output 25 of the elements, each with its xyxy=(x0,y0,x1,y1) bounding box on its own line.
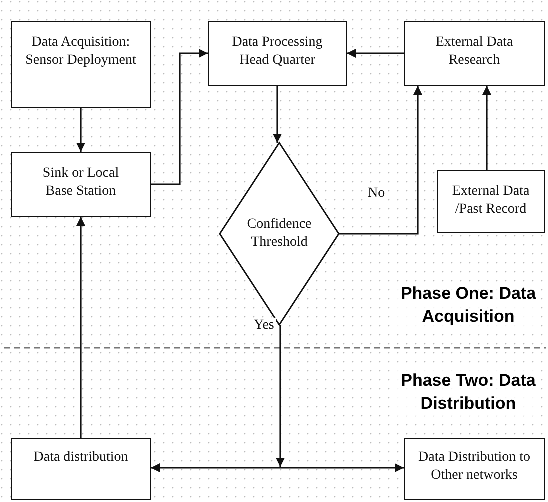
process-box xyxy=(404,21,545,86)
arrow xyxy=(273,86,282,143)
node-label: Data Processing Head Quarter xyxy=(231,34,324,70)
node-label: External Data Research xyxy=(434,34,514,70)
process-box xyxy=(437,170,545,233)
process-box xyxy=(11,438,151,500)
node-label: Sink or Local Base Station xyxy=(42,165,120,202)
node-label: Confidence Threshold xyxy=(246,216,313,252)
arrow xyxy=(151,49,208,186)
process-box xyxy=(11,152,151,217)
arrow xyxy=(347,49,404,58)
edge-label: No xyxy=(366,186,388,202)
node-label: Data Distribution to Other networks xyxy=(418,449,532,486)
arrow xyxy=(276,325,285,467)
arrow xyxy=(339,86,422,235)
node-label: Data distribution xyxy=(34,449,128,467)
arrow xyxy=(482,86,492,170)
arrow xyxy=(151,464,404,472)
process-box xyxy=(11,21,151,108)
arrow xyxy=(76,108,86,152)
process-box xyxy=(208,21,347,86)
process-box xyxy=(404,438,545,500)
node-label: Data Acquisition: Sensor Deployment xyxy=(24,34,138,70)
arrow xyxy=(76,217,86,438)
node-label: External Data /Past Record xyxy=(451,183,531,220)
